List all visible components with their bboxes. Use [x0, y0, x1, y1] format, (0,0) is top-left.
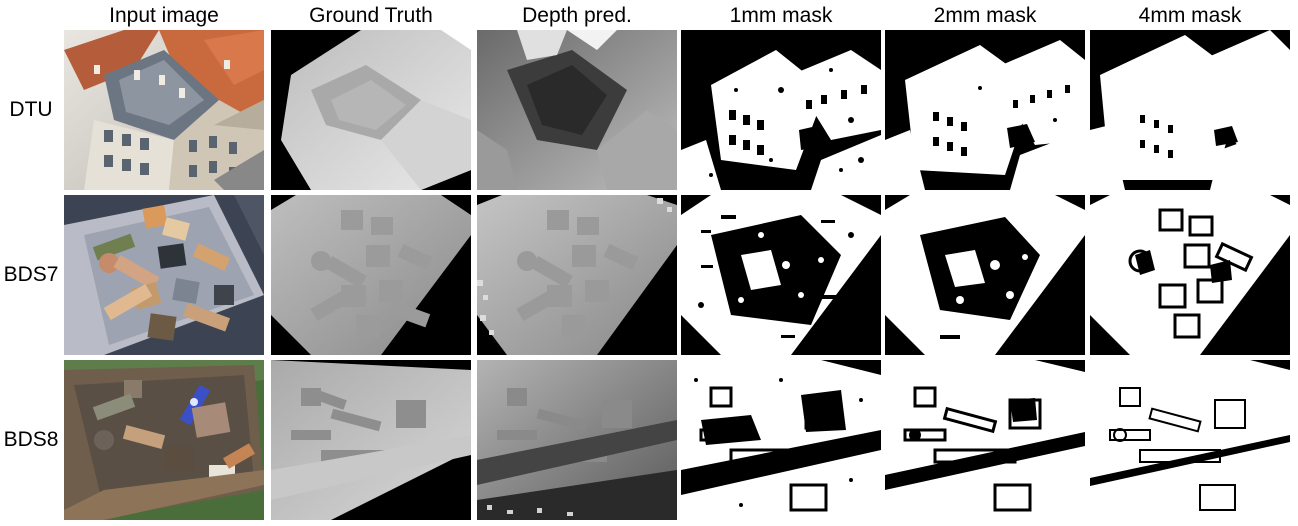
bds8-input-image: [64, 360, 264, 520]
bds7-1mm-mask: [681, 195, 881, 355]
bds8-1mm-mask: [681, 360, 881, 520]
dtu-input-image: [64, 30, 264, 190]
dtu-1mm-mask: [681, 30, 881, 190]
bds7-4mm-mask: [1090, 195, 1290, 355]
dtu-depth-pred: [477, 30, 677, 190]
column-header-2mm-mask: 2mm mask: [933, 4, 1037, 27]
bds8-ground-truth: [271, 360, 471, 520]
bds7-depth-pred: [477, 195, 677, 355]
column-header-1mm-mask: 1mm mask: [729, 4, 833, 27]
dtu-ground-truth: [271, 30, 471, 190]
bds8-4mm-mask: [1090, 360, 1290, 520]
bds7-2mm-mask: [885, 195, 1085, 355]
bds7-ground-truth: [271, 195, 471, 355]
bds8-2mm-mask: [885, 360, 1085, 520]
dtu-4mm-mask: [1090, 30, 1290, 190]
column-header-4mm-mask: 4mm mask: [1138, 4, 1242, 27]
row-label-dtu: DTU: [9, 98, 53, 121]
column-header-ground-truth: Ground Truth: [309, 4, 433, 27]
bds7-input-image: [64, 195, 264, 355]
column-header-input-image: Input image: [109, 4, 219, 27]
row-label-bds8: BDS8: [3, 428, 59, 451]
dtu-2mm-mask: [885, 30, 1085, 190]
row-label-bds7: BDS7: [3, 263, 59, 286]
column-header-depth-pred: Depth pred.: [522, 4, 632, 27]
bds8-depth-pred: [477, 360, 677, 520]
